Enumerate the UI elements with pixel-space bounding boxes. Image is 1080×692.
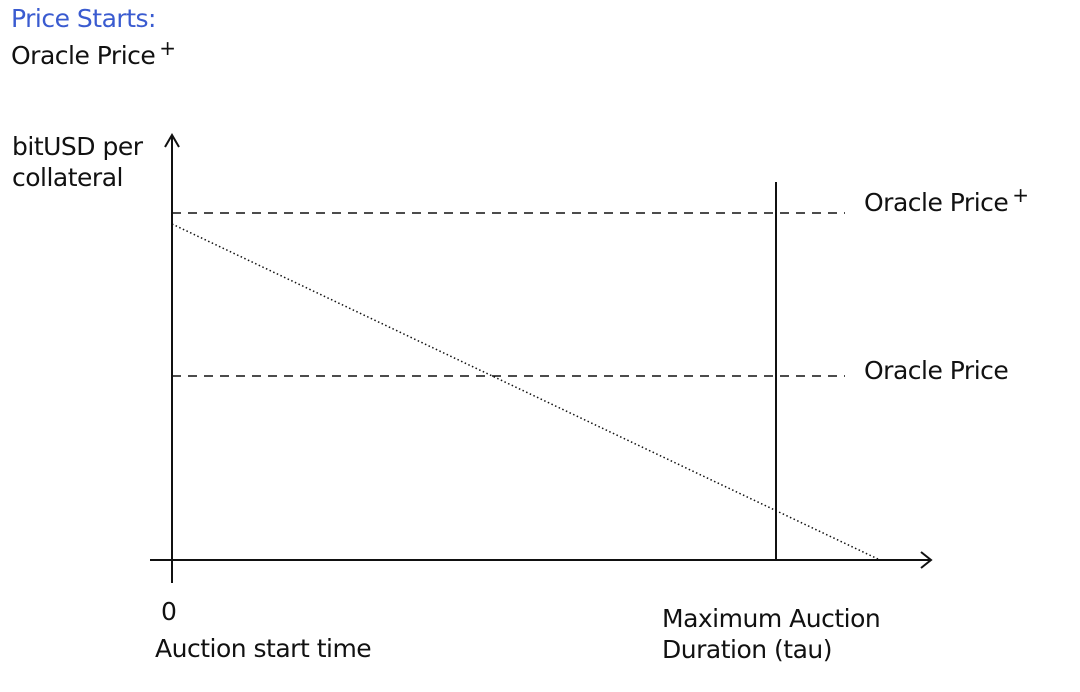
y-axis-label-line1: bitUSD per [12, 132, 143, 161]
auction-start-label: Auction start time [155, 634, 372, 663]
header-subtitle-text: Oracle Price [11, 41, 156, 70]
x-origin-label: 0 [161, 597, 177, 626]
oracle-price-plus-label: Oracle Price+ [864, 183, 1029, 217]
y-axis-label: bitUSD per collateral [12, 131, 143, 193]
oracle-price-label: Oracle Price [864, 356, 1009, 385]
price-decline-line [171, 223, 881, 561]
header-title: Price Starts: [11, 4, 156, 33]
x-axis-arrowhead [920, 551, 933, 569]
max-duration-label-line2: Duration (tau) [662, 635, 833, 664]
max-duration-label-line1: Maximum Auction [662, 604, 881, 633]
oracle-price-plus-sup: + [1012, 183, 1029, 207]
oracle-price-plus-text: Oracle Price [864, 188, 1009, 217]
y-axis-label-line2: collateral [12, 163, 123, 192]
header-subtitle-plus: + [159, 36, 176, 60]
max-duration-label: Maximum Auction Duration (tau) [662, 603, 881, 665]
y-axis-arrowhead [164, 133, 180, 148]
header-subtitle: Oracle Price+ [11, 36, 176, 70]
